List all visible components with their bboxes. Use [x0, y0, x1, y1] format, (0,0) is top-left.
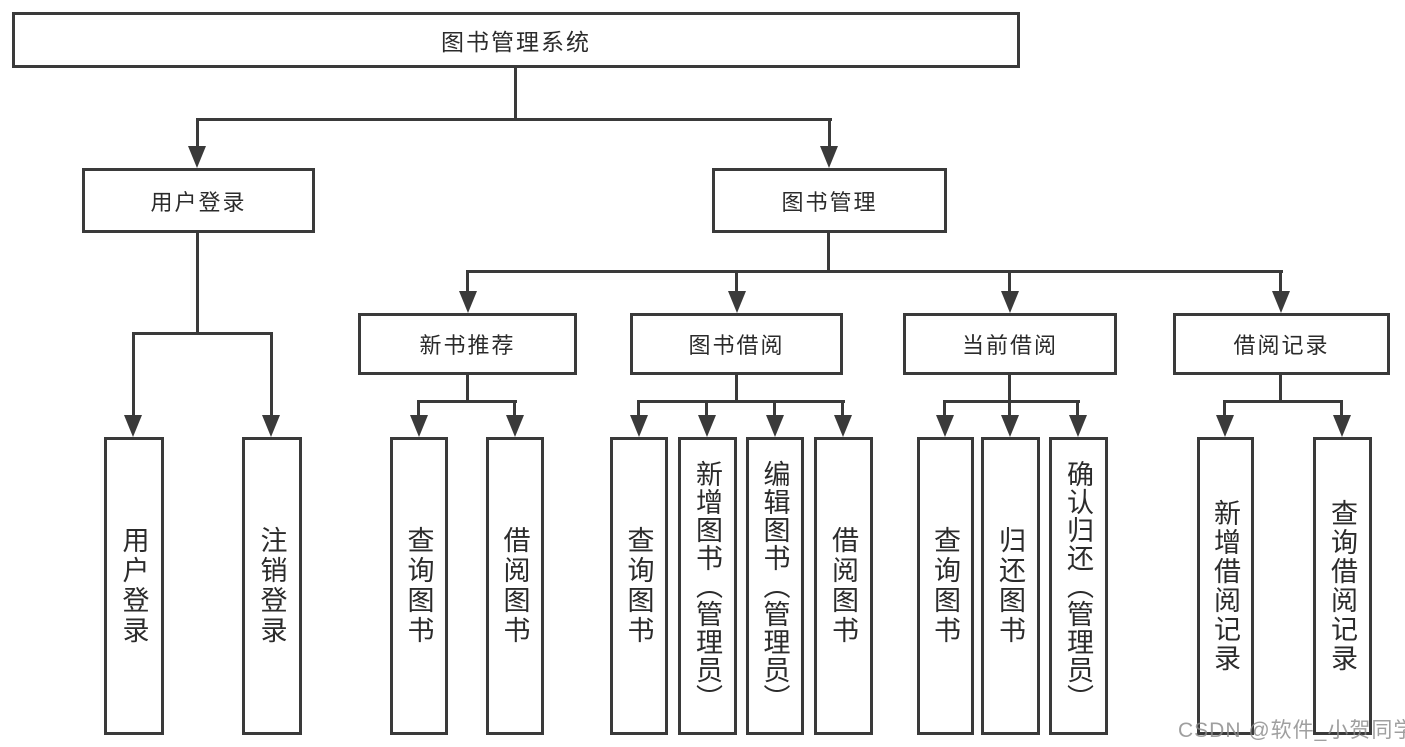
arrow-down-icon — [834, 415, 852, 437]
node-borrow-records: 借阅记录 — [1173, 313, 1390, 375]
connector-line — [1076, 400, 1079, 417]
connector-line — [196, 233, 199, 335]
arrow-down-icon — [1001, 291, 1019, 313]
leaf-add-book-admin: 新增图书（管理员） — [678, 437, 737, 735]
leaf-add-borrow-record: 新增借阅记录 — [1197, 437, 1254, 735]
connector-line — [417, 400, 420, 417]
connector-line — [466, 270, 469, 293]
arrow-down-icon — [262, 415, 280, 437]
connector-line — [513, 400, 516, 417]
connector-line — [132, 332, 273, 335]
connector-line — [1008, 270, 1011, 293]
leaf-query-books-borrowing: 查询图书 — [610, 437, 668, 735]
leaf-user-login: 用户登录 — [104, 437, 164, 735]
arrow-down-icon — [410, 415, 428, 437]
connector-line — [1279, 375, 1282, 403]
connector-line — [735, 375, 738, 403]
node-book-borrowing: 图书借阅 — [630, 313, 843, 375]
node-library-management-system: 图书管理系统 — [12, 12, 1020, 68]
arrow-down-icon — [506, 415, 524, 437]
leaf-edit-book-admin: 编辑图书（管理员） — [746, 437, 804, 735]
leaf-query-books-current: 查询图书 — [917, 437, 974, 735]
arrow-down-icon — [728, 291, 746, 313]
connector-line — [1223, 400, 1343, 403]
arrow-down-icon — [630, 415, 648, 437]
connector-line — [1279, 270, 1282, 293]
leaf-confirm-return-admin: 确认归还（管理员） — [1049, 437, 1108, 735]
leaf-borrow-books-borrowing: 借阅图书 — [814, 437, 873, 735]
connector-line — [417, 400, 517, 403]
connector-line — [943, 400, 1080, 403]
connector-line — [943, 400, 946, 417]
connector-line — [1008, 375, 1011, 403]
leaf-borrow-books-recommend: 借阅图书 — [486, 437, 544, 735]
leaf-query-borrow-record: 查询借阅记录 — [1313, 437, 1372, 735]
connector-line — [637, 400, 845, 403]
connector-line — [735, 270, 738, 293]
leaf-logout-login: 注销登录 — [242, 437, 302, 735]
arrow-down-icon — [124, 415, 142, 437]
connector-line — [514, 68, 517, 121]
connector-line — [196, 118, 199, 148]
csdn-watermark: CSDN @软件_小贺同学 — [1178, 719, 1405, 742]
arrow-down-icon — [1216, 415, 1234, 437]
connector-line — [466, 270, 1283, 273]
arrow-down-icon — [936, 415, 954, 437]
node-book-management: 图书管理 — [712, 168, 947, 233]
connector-line — [270, 332, 273, 417]
arrow-down-icon — [766, 415, 784, 437]
arrow-down-icon — [820, 146, 838, 168]
connector-line — [705, 400, 708, 417]
node-current-borrowing: 当前借阅 — [903, 313, 1117, 375]
connector-line — [828, 118, 831, 148]
connector-line — [196, 118, 832, 121]
node-user-login: 用户登录 — [82, 168, 315, 233]
arrow-down-icon — [1272, 291, 1290, 313]
connector-line — [637, 400, 640, 417]
arrow-down-icon — [1001, 415, 1019, 437]
connector-line — [1223, 400, 1226, 417]
leaf-query-books-recommend: 查询图书 — [390, 437, 448, 735]
connector-line — [827, 233, 830, 273]
connector-line — [773, 400, 776, 417]
arrow-down-icon — [459, 291, 477, 313]
connector-line — [132, 332, 135, 417]
arrow-down-icon — [188, 146, 206, 168]
connector-line — [1340, 400, 1343, 417]
connector-line — [1008, 400, 1011, 417]
node-new-book-recommend: 新书推荐 — [358, 313, 577, 375]
arrow-down-icon — [1069, 415, 1087, 437]
arrow-down-icon — [698, 415, 716, 437]
arrow-down-icon — [1333, 415, 1351, 437]
connector-line — [841, 400, 844, 417]
connector-line — [466, 375, 469, 403]
leaf-return-books: 归还图书 — [981, 437, 1040, 735]
